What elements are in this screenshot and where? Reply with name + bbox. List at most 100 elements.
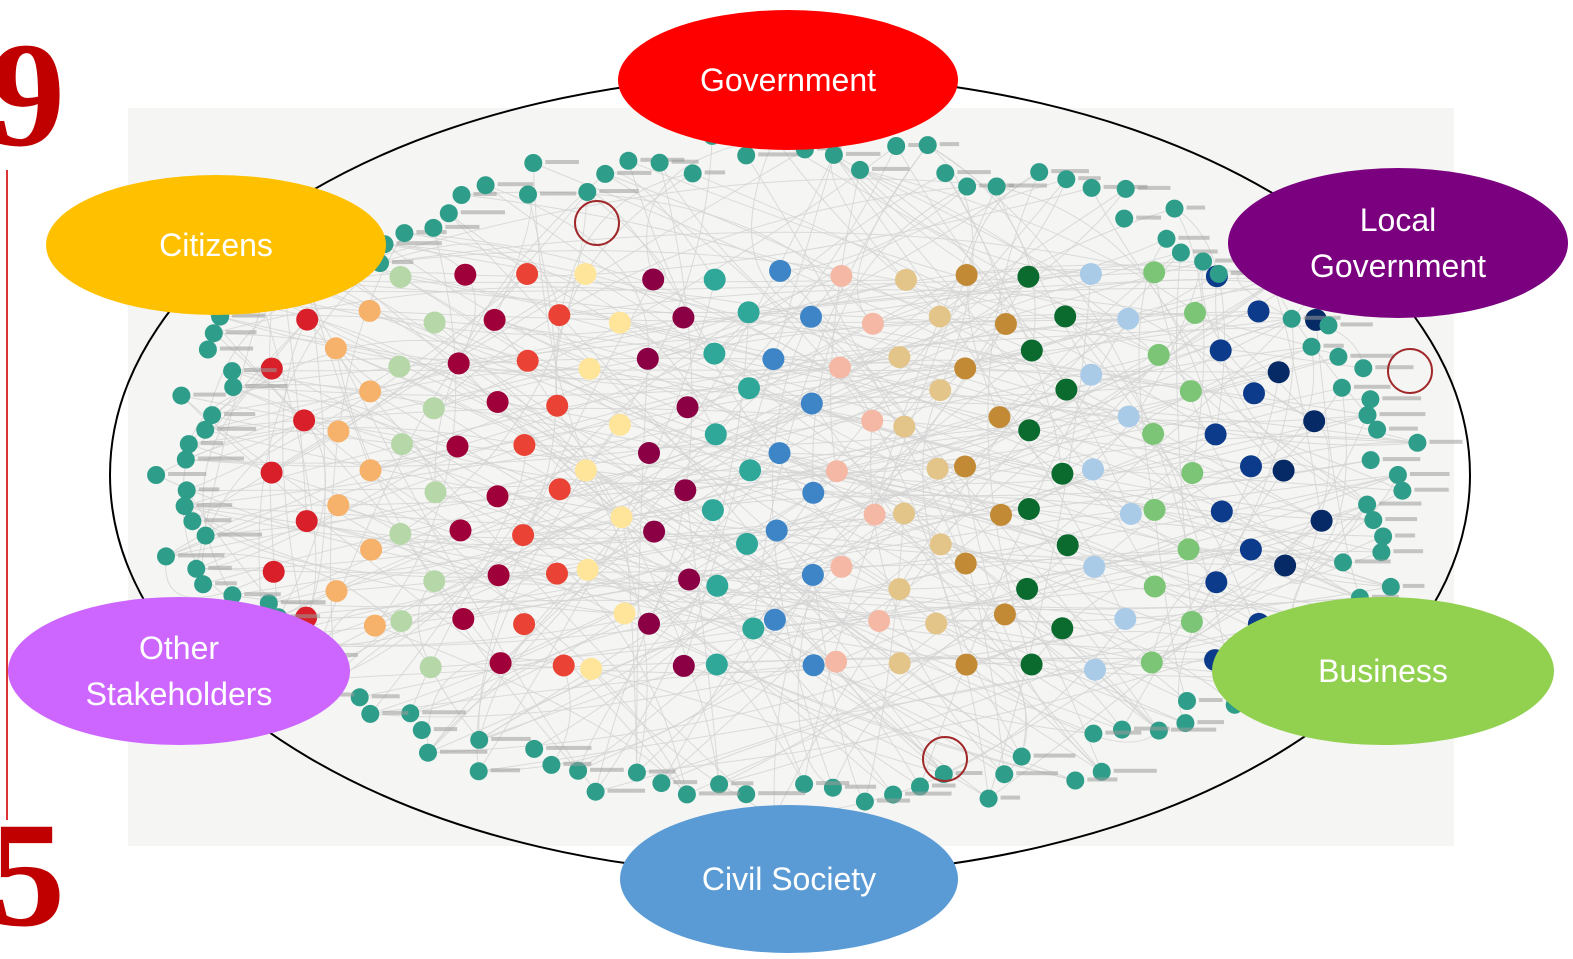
target-node	[955, 653, 978, 676]
network-edge	[812, 574, 866, 802]
institution-node	[650, 153, 669, 172]
target-node	[613, 602, 636, 625]
institution-label-mark	[1414, 487, 1449, 492]
target-node	[1310, 509, 1333, 532]
target-node	[446, 435, 469, 458]
target-node	[738, 377, 760, 400]
institution-label-mark	[1008, 183, 1047, 188]
target-node	[1017, 265, 1040, 288]
network-edge	[478, 279, 716, 772]
target-node	[825, 460, 848, 483]
network-edge	[812, 186, 968, 493]
network-edge	[585, 459, 1371, 497]
sdg-target-nodes	[257, 259, 1333, 681]
target-node	[389, 522, 412, 545]
target-node	[800, 305, 822, 328]
institution-label-mark	[445, 224, 480, 229]
network-edge	[458, 357, 1368, 416]
target-node	[736, 532, 758, 555]
institution-label-mark	[540, 191, 577, 196]
network-edge	[859, 169, 1284, 471]
institution-label-mark	[1353, 384, 1391, 389]
institution-label-mark	[225, 330, 257, 335]
institution-node	[1082, 178, 1101, 197]
target-node	[486, 485, 509, 508]
network-edge	[1154, 509, 1188, 702]
target-node	[1117, 307, 1140, 330]
institution-label-mark	[168, 472, 207, 476]
network-edge	[797, 574, 834, 789]
network-edge	[219, 316, 900, 381]
network-edge	[306, 520, 1360, 611]
institution-label-mark	[1389, 426, 1418, 431]
institution-label-mark	[232, 313, 266, 318]
institution-label-mark	[1178, 235, 1210, 240]
institution-label-mark	[876, 798, 911, 803]
network-edge	[369, 444, 526, 715]
target-node	[483, 308, 506, 331]
institution-node	[1361, 451, 1380, 470]
institution-node	[979, 789, 998, 808]
institution-node	[196, 526, 215, 545]
stakeholder-civil-society: Civil Society	[620, 805, 958, 953]
target-node	[516, 263, 539, 285]
network-edge	[550, 665, 571, 766]
institution-node	[1408, 433, 1427, 452]
target-node	[763, 608, 786, 631]
network-edge	[627, 160, 900, 590]
institution-node	[1092, 762, 1111, 781]
institution-node	[737, 785, 756, 804]
network-edge	[434, 322, 1257, 655]
target-node	[1142, 422, 1165, 445]
institution-node	[452, 186, 471, 204]
target-node	[737, 301, 760, 324]
institution-label-mark	[939, 142, 960, 147]
institution-label-mark	[1113, 768, 1157, 773]
network-edge	[899, 318, 1293, 664]
institution-label-mark	[908, 143, 928, 147]
institution-node	[683, 164, 702, 183]
target-node	[327, 420, 350, 443]
network-edge	[1192, 346, 1315, 474]
institution-node	[1165, 199, 1184, 218]
institution-label-mark	[215, 581, 237, 586]
institution-node	[542, 755, 561, 774]
target-node	[1181, 462, 1204, 484]
target-node	[389, 266, 412, 288]
target-node	[260, 461, 283, 484]
target-node	[830, 264, 853, 287]
target-node	[893, 502, 915, 525]
network-edge	[776, 318, 1292, 531]
network-edge	[621, 494, 1382, 553]
institution-node	[1116, 179, 1135, 198]
institution-node	[1381, 577, 1400, 596]
institution-node	[361, 704, 380, 723]
network-edge	[233, 350, 1032, 397]
institution-node	[1157, 229, 1176, 248]
target-node	[1143, 575, 1166, 598]
target-node	[608, 413, 631, 436]
target-node	[928, 305, 951, 328]
network-edge	[810, 238, 1167, 318]
target-node	[801, 563, 824, 586]
target-node	[574, 459, 597, 482]
network-edge	[463, 474, 1398, 620]
institution-label-mark	[1199, 698, 1223, 702]
institution-node	[795, 775, 814, 794]
target-node	[672, 654, 695, 677]
network-edge	[435, 491, 688, 795]
network-edge	[714, 178, 1067, 354]
institution-label-mark	[196, 503, 233, 508]
network-edge	[779, 452, 1123, 730]
target-node	[548, 478, 571, 501]
institution-label-mark	[382, 710, 409, 715]
institution-label-mark	[1323, 343, 1344, 348]
target-node	[1204, 423, 1227, 446]
network-edge	[298, 274, 967, 647]
institution-node	[1178, 692, 1196, 710]
network-edge	[500, 154, 835, 664]
target-node	[1080, 363, 1103, 386]
target-node	[895, 268, 917, 291]
target-node	[888, 652, 911, 675]
network-edge	[751, 137, 812, 318]
